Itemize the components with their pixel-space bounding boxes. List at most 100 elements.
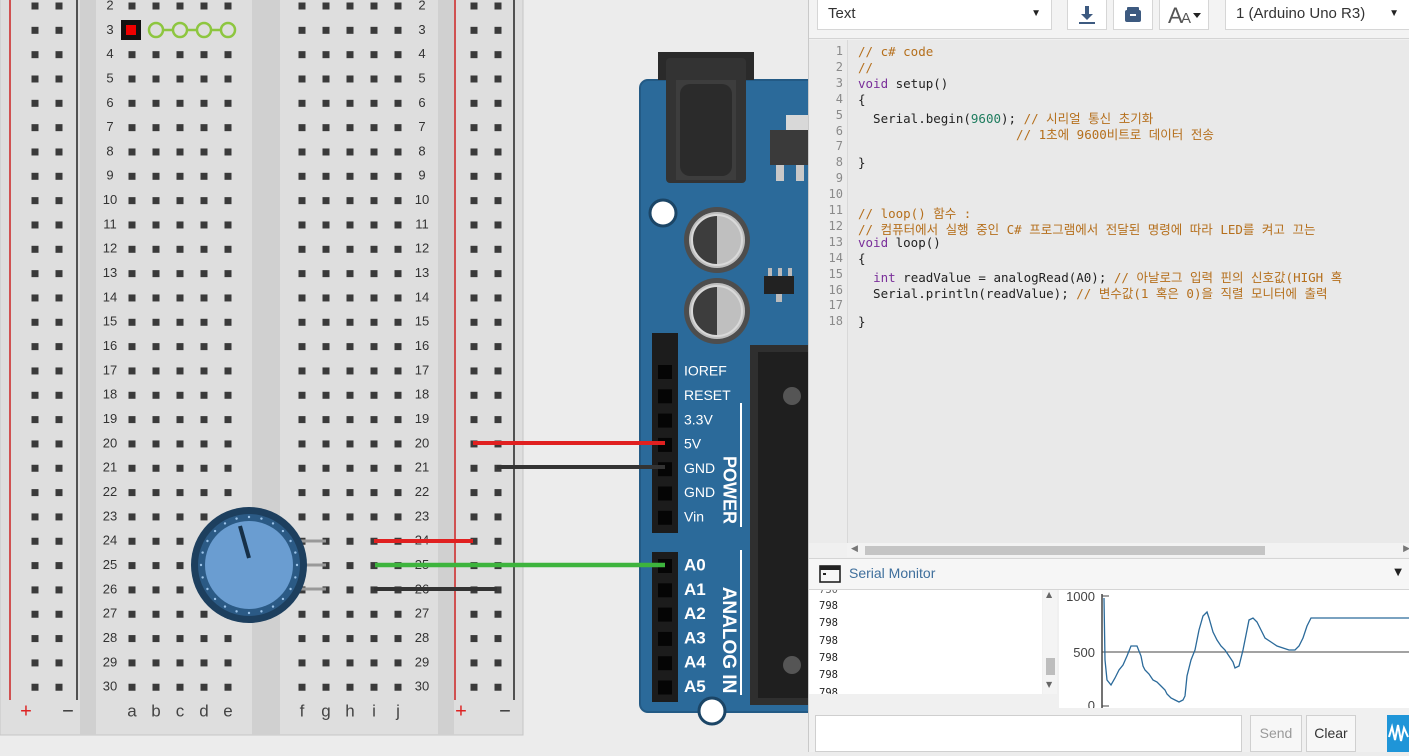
breadboard-hole[interactable]: [152, 440, 160, 448]
breadboard-hole[interactable]: [394, 294, 402, 302]
breadboard-hole[interactable]: [394, 148, 402, 156]
breadboard-hole[interactable]: [370, 148, 378, 156]
header-socket[interactable]: [658, 486, 672, 501]
breadboard-hole[interactable]: [224, 124, 232, 132]
breadboard-hole[interactable]: [152, 294, 160, 302]
breadboard-hole[interactable]: [470, 51, 478, 59]
breadboard-hole[interactable]: [346, 513, 354, 521]
breadboard-hole[interactable]: [494, 197, 502, 205]
breadboard-hole[interactable]: [298, 26, 306, 34]
breadboard-hole[interactable]: [494, 99, 502, 107]
breadboard-hole[interactable]: [298, 610, 306, 618]
breadboard-hole[interactable]: [494, 51, 502, 59]
breadboard-hole[interactable]: [346, 148, 354, 156]
breadboard-hole[interactable]: [470, 99, 478, 107]
breadboard-hole[interactable]: [224, 635, 232, 643]
breadboard-hole[interactable]: [370, 635, 378, 643]
header-socket[interactable]: [658, 607, 672, 622]
breadboard-hole[interactable]: [31, 562, 39, 570]
breadboard-hole[interactable]: [494, 586, 502, 594]
breadboard-hole[interactable]: [55, 367, 63, 375]
breadboard-hole[interactable]: [55, 245, 63, 253]
breadboard-hole[interactable]: [346, 343, 354, 351]
breadboard-hole[interactable]: [152, 391, 160, 399]
breadboard-hole[interactable]: [224, 75, 232, 83]
breadboard-hole[interactable]: [128, 610, 136, 618]
breadboard-hole[interactable]: [224, 148, 232, 156]
breadboard-hole[interactable]: [128, 51, 136, 59]
breadboard-hole[interactable]: [128, 197, 136, 205]
breadboard-hole[interactable]: [394, 124, 402, 132]
breadboard-hole[interactable]: [470, 367, 478, 375]
breadboard-hole[interactable]: [200, 635, 208, 643]
breadboard-hole[interactable]: [31, 610, 39, 618]
breadboard-hole[interactable]: [370, 75, 378, 83]
breadboard-hole[interactable]: [176, 221, 184, 229]
breadboard-hole[interactable]: [346, 659, 354, 667]
breadboard-hole[interactable]: [470, 221, 478, 229]
breadboard-hole[interactable]: [346, 51, 354, 59]
breadboard-hole[interactable]: [31, 659, 39, 667]
breadboard-hole[interactable]: [152, 343, 160, 351]
breadboard-hole[interactable]: [31, 221, 39, 229]
breadboard-hole[interactable]: [176, 245, 184, 253]
breadboard-hole[interactable]: [55, 270, 63, 278]
breadboard-hole[interactable]: [176, 99, 184, 107]
breadboard-hole[interactable]: [200, 51, 208, 59]
scrollbar-thumb[interactable]: [865, 546, 1265, 555]
breadboard-hole[interactable]: [346, 610, 354, 618]
breadboard-hole[interactable]: [494, 610, 502, 618]
breadboard-hole[interactable]: [470, 294, 478, 302]
breadboard-hole[interactable]: [298, 489, 306, 497]
potentiometer[interactable]: [191, 507, 326, 623]
breadboard-hole[interactable]: [322, 99, 330, 107]
board-select-dropdown[interactable]: 1 (Arduino Uno R3) ▼: [1225, 0, 1409, 30]
breadboard-hole[interactable]: [31, 270, 39, 278]
breadboard-hole[interactable]: [394, 464, 402, 472]
breadboard-hole[interactable]: [176, 513, 184, 521]
breadboard-hole[interactable]: [298, 464, 306, 472]
breadboard-hole[interactable]: [152, 586, 160, 594]
breadboard-hole[interactable]: [176, 683, 184, 691]
breadboard-hole[interactable]: [200, 2, 208, 10]
breadboard-hole[interactable]: [322, 75, 330, 83]
breadboard-hole[interactable]: [370, 172, 378, 180]
breadboard-hole[interactable]: [176, 197, 184, 205]
breadboard-hole[interactable]: [346, 586, 354, 594]
breadboard-hole[interactable]: [322, 26, 330, 34]
breadboard-hole[interactable]: [128, 586, 136, 594]
header-socket[interactable]: [658, 656, 672, 671]
breadboard-hole[interactable]: [176, 464, 184, 472]
serial-input-field[interactable]: [815, 715, 1242, 752]
breadboard-hole[interactable]: [200, 367, 208, 375]
breadboard-hole[interactable]: [200, 464, 208, 472]
breadboard-hole[interactable]: [494, 221, 502, 229]
breadboard-hole[interactable]: [224, 221, 232, 229]
breadboard-hole[interactable]: [31, 99, 39, 107]
breadboard-hole[interactable]: [370, 562, 378, 570]
breadboard-hole[interactable]: [152, 610, 160, 618]
breadboard-hole[interactable]: [394, 75, 402, 83]
breadboard-hole[interactable]: [494, 343, 502, 351]
breadboard-hole[interactable]: [224, 318, 232, 326]
breadboard-hole[interactable]: [176, 586, 184, 594]
breadboard-hole[interactable]: [128, 537, 136, 545]
breadboard-hole[interactable]: [322, 343, 330, 351]
breadboard-hole[interactable]: [370, 197, 378, 205]
scroll-down-icon[interactable]: ▼: [1046, 680, 1053, 689]
breadboard-hole[interactable]: [128, 416, 136, 424]
breadboard-hole[interactable]: [200, 683, 208, 691]
breadboard-hole[interactable]: [55, 197, 63, 205]
breadboard-hole[interactable]: [370, 221, 378, 229]
breadboard-hole[interactable]: [394, 683, 402, 691]
breadboard-hole[interactable]: [346, 124, 354, 132]
breadboard-hole[interactable]: [200, 610, 208, 618]
breadboard-hole[interactable]: [55, 343, 63, 351]
breadboard-hole[interactable]: [346, 537, 354, 545]
breadboard-hole[interactable]: [176, 537, 184, 545]
header-socket[interactable]: [658, 510, 672, 525]
breadboard-hole[interactable]: [152, 2, 160, 10]
breadboard-hole[interactable]: [128, 562, 136, 570]
breadboard-hole[interactable]: [55, 51, 63, 59]
breadboard-hole[interactable]: [470, 635, 478, 643]
